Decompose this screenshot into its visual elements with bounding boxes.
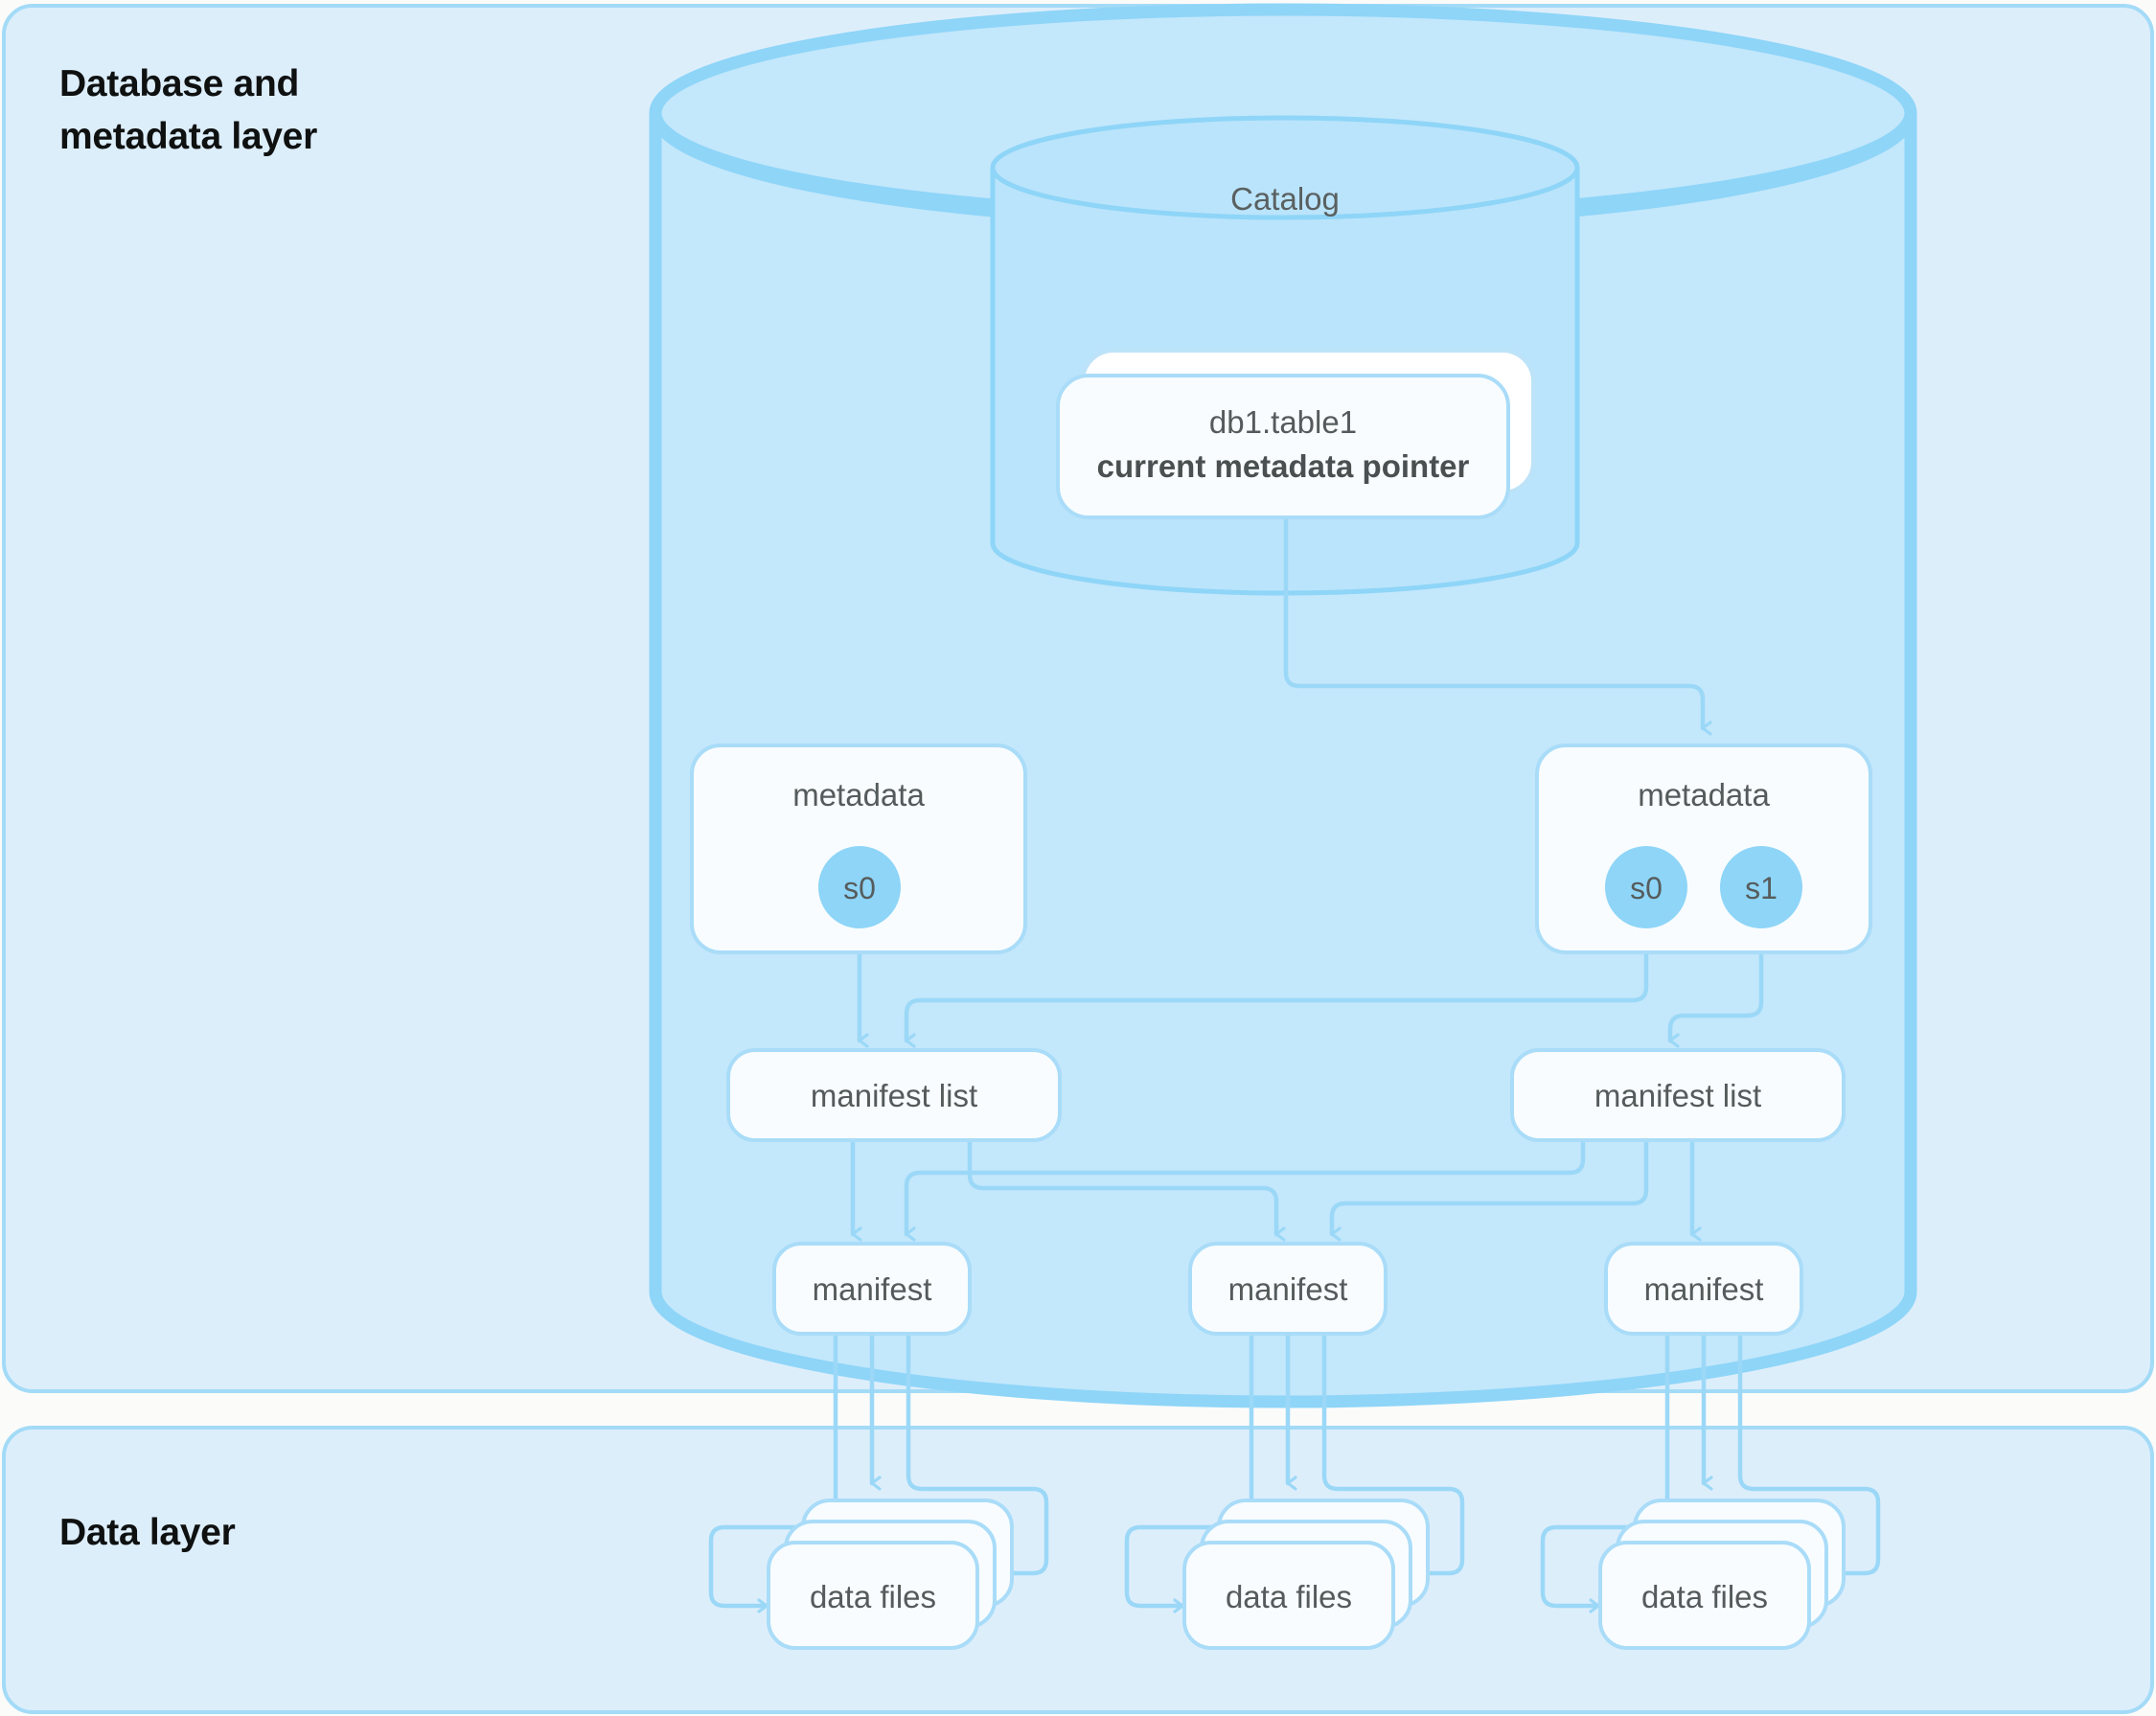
manifest-list-left[interactable]: manifest list [726,1048,1062,1142]
manifest-3[interactable]: manifest [1604,1242,1803,1336]
connectors-manifest-lists-to-manifests [850,1137,1702,1242]
layer-title-db-metadata-line1: Database and [59,63,299,104]
layer-title-db-metadata: Database and metadata layer [59,63,317,157]
data-files-2-label: data files [1226,1579,1352,1614]
layer-title-data-line1: Data layer [59,1512,236,1553]
metadata-left-label: metadata [792,777,925,812]
manifest-list-right[interactable]: manifest list [1510,1048,1846,1142]
snapshot-badge-s0-left[interactable]: s0 [818,846,901,928]
data-files-1-label: data files [810,1579,936,1614]
manifest-list-left-label: manifest list [811,1078,977,1113]
catalog-label: Catalog [1230,181,1340,217]
manifest-list-right-label: manifest list [1594,1078,1761,1113]
metadata-node-left[interactable]: metadata s0 [690,744,1027,954]
snapshot-badge-s1-right[interactable]: s1 [1720,846,1802,928]
table-name-label: db1.table1 [1209,404,1357,440]
data-files-3[interactable]: data files [1598,1499,1846,1650]
manifest-2-label: manifest [1228,1271,1348,1307]
manifest-1-label: manifest [813,1271,932,1307]
manifest-1[interactable]: manifest [772,1242,972,1336]
connector-pointer-to-metadata-right [1283,515,1712,736]
snapshot-label-s1-right: s1 [1745,871,1778,905]
snapshot-label-s0-left: s0 [843,871,876,905]
data-files-1[interactable]: data files [767,1499,1014,1650]
current-metadata-pointer-label: current metadata pointer [1097,448,1470,484]
layer-title-db-metadata-line2: metadata layer [59,116,317,157]
metadata-right-label: metadata [1638,777,1770,812]
data-files-2[interactable]: data files [1182,1499,1430,1650]
metadata-node-right[interactable]: metadata s0 s1 [1535,744,1872,954]
data-files-3-label: data files [1641,1579,1768,1614]
snapshot-label-s0-right: s0 [1630,871,1663,905]
manifest-3-label: manifest [1644,1271,1764,1307]
table-pointer-card-stack[interactable]: db1.table1 current metadata pointer [1056,349,1535,519]
layer-title-data: Data layer [59,1512,236,1553]
manifest-2[interactable]: manifest [1188,1242,1388,1336]
snapshot-badge-s0-right[interactable]: s0 [1605,846,1687,928]
